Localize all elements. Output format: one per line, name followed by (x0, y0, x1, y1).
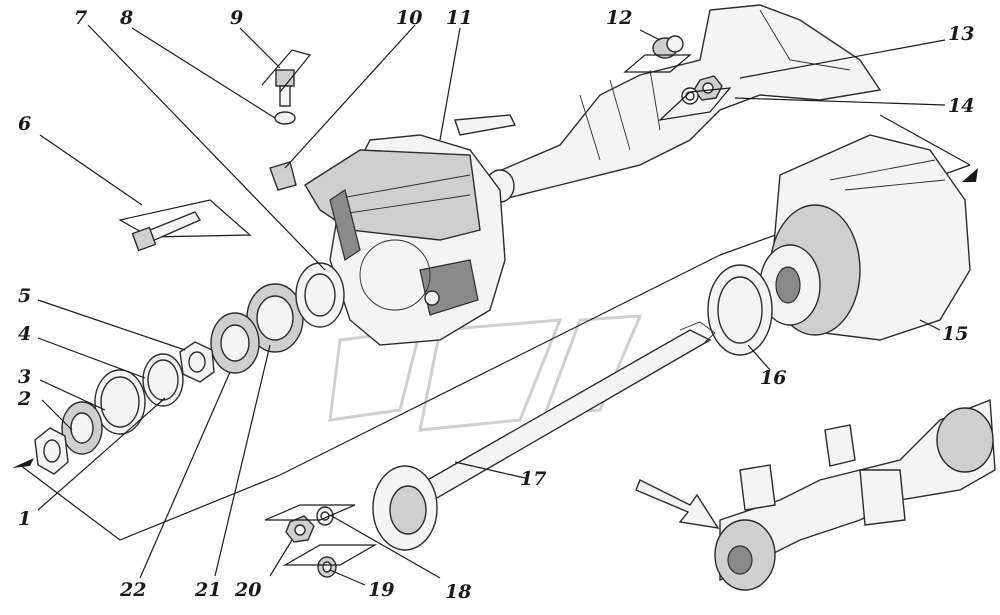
label-3: 3 (18, 366, 31, 388)
part-3-lock-washer (94, 369, 146, 435)
label-4: 4 (18, 323, 31, 345)
part-22-inner-bearing (210, 312, 260, 374)
label-7: 7 (74, 7, 87, 29)
part-17-axle-shaft (408, 321, 716, 503)
label-16: 16 (760, 367, 786, 389)
label-21: 21 (194, 579, 221, 601)
part-18-shaft-flange (372, 465, 438, 551)
part-12-plug (623, 35, 692, 73)
rear-axle-overview (714, 398, 996, 591)
seal-ring (295, 262, 345, 328)
label-8: 8 (119, 7, 133, 29)
label-20: 20 (234, 579, 261, 601)
part-15-hub-drum (759, 134, 971, 341)
direction-arrow-icon (635, 479, 720, 529)
part-20-washer (264, 504, 356, 526)
label-15: 15 (942, 323, 968, 345)
label-22: 22 (119, 579, 146, 601)
leader-lines (37, 24, 946, 586)
part-1-lock-nut (34, 427, 69, 475)
part-2-toothed-washer (61, 401, 103, 455)
label-11: 11 (446, 7, 472, 29)
label-18: 18 (445, 581, 471, 603)
part-9-bolt (275, 69, 295, 107)
part-6-bolt (131, 211, 202, 252)
part-8-lock-washer (274, 111, 296, 125)
pointer-arrow-icon (12, 168, 978, 468)
label-17: 17 (520, 468, 546, 490)
part-20-nut (285, 515, 315, 543)
part-10-clip (261, 49, 312, 191)
label-13: 13 (948, 23, 974, 45)
label-2: 2 (17, 388, 31, 410)
label-10: 10 (396, 7, 422, 29)
part-19-bushing (282, 544, 378, 578)
part-11-brake-assembly (304, 114, 517, 346)
part-5-nut (179, 341, 215, 383)
part-4-washer (142, 353, 184, 407)
label-5: 5 (18, 285, 31, 307)
label-19: 19 (368, 579, 394, 601)
part-21-outer-bearing (246, 283, 304, 353)
label-1: 1 (18, 508, 31, 530)
label-6: 6 (18, 113, 31, 135)
label-9: 9 (230, 7, 243, 29)
callout-numbers: 1 2 3 4 5 6 7 8 9 10 11 12 13 14 15 16 1… (17, 7, 974, 603)
part-16-gasket (707, 264, 773, 356)
label-12: 12 (606, 7, 632, 29)
part-14-washer (658, 87, 732, 121)
label-14: 14 (948, 95, 974, 117)
